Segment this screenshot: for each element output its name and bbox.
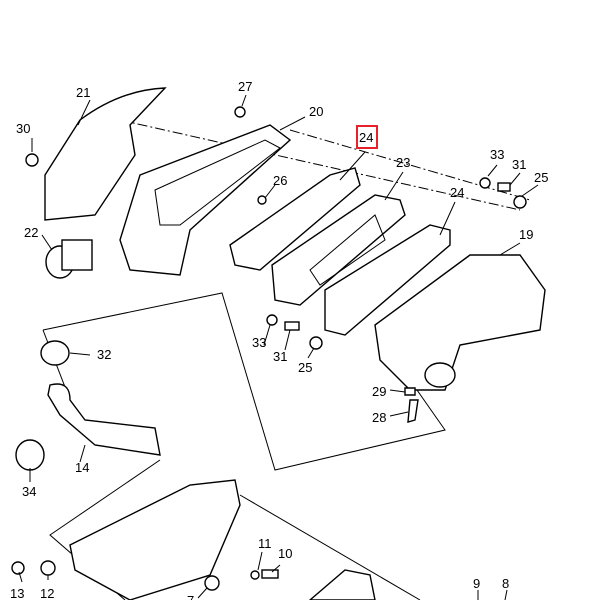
label-31-lower[interactable]: 31 — [273, 349, 288, 364]
label-10[interactable]: 10 — [278, 546, 293, 561]
part-34-clamp[interactable] — [15, 439, 45, 471]
label-7[interactable]: 7 — [187, 594, 194, 600]
label-32[interactable]: 32 — [97, 347, 112, 362]
part-20-cover[interactable] — [119, 124, 292, 276]
part-11-washer[interactable] — [250, 570, 260, 580]
guide-line — [119, 119, 521, 211]
part-28-drain[interactable] — [407, 399, 419, 423]
guide-line — [289, 129, 531, 201]
part-26-screw[interactable] — [257, 195, 267, 205]
part-14-duct[interactable] — [47, 383, 161, 456]
part-19-outlet — [424, 362, 456, 388]
part-30-grommet[interactable] — [25, 153, 39, 167]
label-20[interactable]: 20 — [309, 104, 324, 119]
label-25[interactable]: 25 — [534, 170, 549, 185]
label-26[interactable]: 26 — [273, 173, 288, 188]
part-31-collar-2[interactable] — [284, 321, 300, 331]
label-14[interactable]: 14 — [75, 460, 90, 475]
label-23[interactable]: 23 — [396, 155, 411, 170]
label-22[interactable]: 22 — [24, 225, 39, 240]
label-13[interactable]: 13 — [10, 586, 25, 600]
label-11[interactable]: 11 — [258, 536, 272, 551]
part-21-bracket[interactable] — [44, 87, 167, 221]
label-33[interactable]: 33 — [490, 147, 505, 162]
part-7-plug[interactable] — [204, 575, 220, 591]
part-10-pipe[interactable] — [261, 569, 279, 579]
label-29[interactable]: 29 — [372, 384, 387, 399]
label-30[interactable]: 30 — [16, 121, 31, 136]
part-22-screen — [61, 239, 93, 271]
lower-case[interactable] — [69, 479, 241, 600]
part-24-gasket-2[interactable] — [324, 224, 451, 336]
label-31[interactable]: 31 — [512, 157, 527, 172]
part-32-clamp[interactable] — [40, 340, 70, 366]
label-24[interactable]: 24 — [450, 185, 465, 200]
label-24-highlighted[interactable]: 24 — [359, 130, 374, 145]
part-23-element — [309, 214, 386, 286]
part-20-gasket — [154, 139, 281, 226]
highlight-box — [356, 125, 378, 149]
part-25-grommet-2[interactable] — [309, 336, 323, 350]
label-21[interactable]: 21 — [76, 85, 91, 100]
leader-lines — [18, 94, 539, 600]
part-19-case[interactable] — [374, 254, 546, 391]
part-27-screw[interactable] — [234, 106, 246, 118]
part-25-grommet[interactable] — [513, 195, 527, 209]
part-33-bolt-2[interactable] — [266, 314, 278, 326]
part-23-filter-frame[interactable] — [271, 194, 406, 306]
label-27[interactable]: 27 — [238, 79, 253, 94]
guide-line — [239, 494, 421, 600]
label-12[interactable]: 12 — [40, 586, 55, 600]
part-29-clip[interactable] — [404, 387, 416, 396]
label-25-lower[interactable]: 25 — [298, 360, 313, 375]
part-9-element[interactable] — [308, 569, 376, 600]
label-28[interactable]: 28 — [372, 410, 387, 425]
part-31-collar[interactable] — [497, 182, 511, 192]
group-outline — [42, 292, 446, 471]
label-9[interactable]: 9 — [473, 576, 481, 591]
label-34[interactable]: 34 — [22, 484, 37, 499]
part-13-screw[interactable] — [11, 561, 25, 575]
part-33-bolt[interactable] — [479, 177, 491, 189]
label-8[interactable]: 8 — [502, 576, 510, 591]
part-12-plug[interactable] — [40, 560, 56, 576]
label-33-lower[interactable]: 33 — [252, 335, 267, 350]
label-19[interactable]: 19 — [519, 227, 534, 242]
part-24-gasket[interactable] — [229, 167, 361, 271]
